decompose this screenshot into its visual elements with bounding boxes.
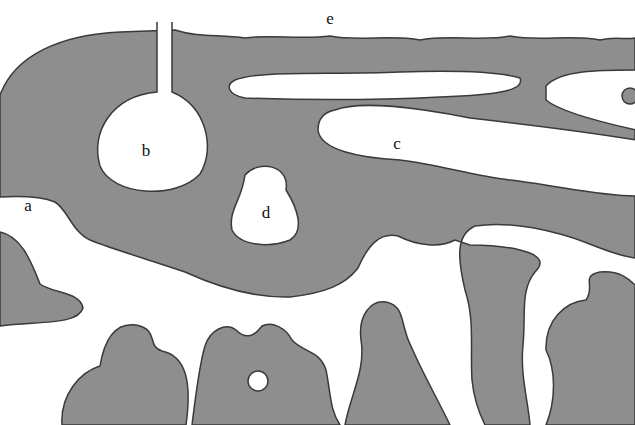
solid-grain	[546, 272, 635, 425]
solid-grain	[192, 324, 340, 425]
solid-grain	[0, 232, 83, 326]
region-letter: b	[142, 142, 151, 159]
solid-matrix	[0, 30, 635, 425]
region-letter: c	[393, 135, 401, 152]
solid-grain	[62, 325, 188, 425]
pore	[229, 71, 520, 99]
solid-grain	[345, 302, 450, 425]
pore	[231, 166, 298, 244]
pore	[546, 70, 635, 130]
region-letter: e	[326, 10, 334, 27]
solid-island	[622, 88, 635, 104]
pore	[318, 105, 635, 196]
pore	[248, 371, 268, 391]
pore	[98, 22, 208, 191]
region-letter: d	[262, 204, 271, 221]
region-letter: a	[24, 197, 32, 214]
